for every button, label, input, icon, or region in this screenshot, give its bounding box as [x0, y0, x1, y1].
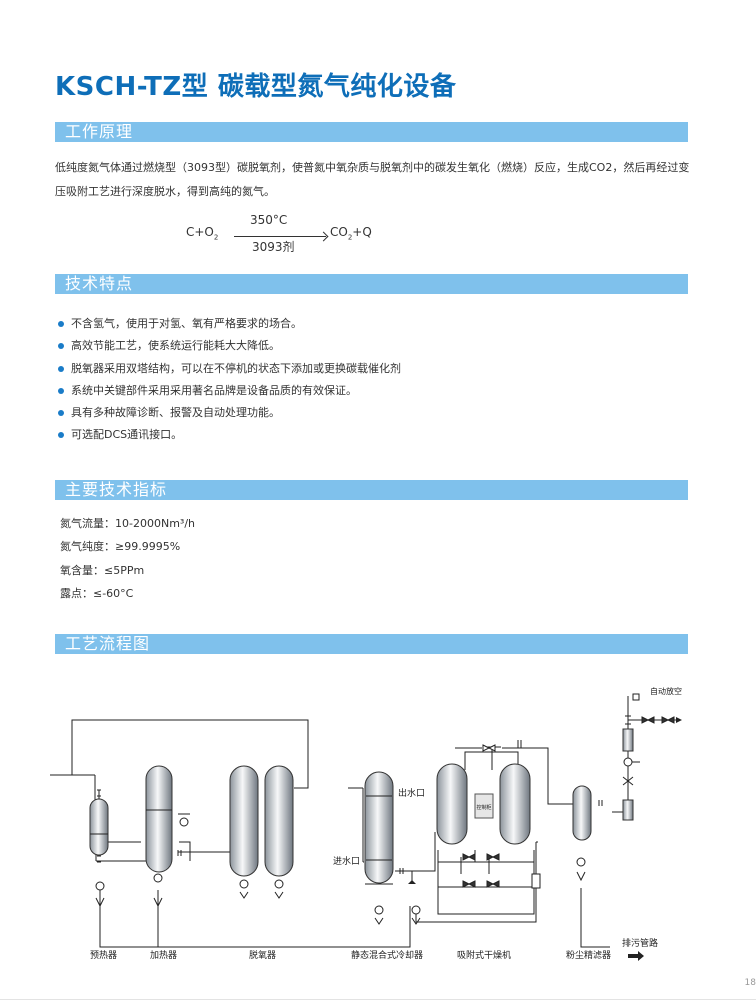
section-header-specs: 主要技术指标 [55, 480, 688, 500]
section-title: 工艺流程图 [65, 634, 151, 653]
cooler-vessel [364, 771, 394, 884]
bullet-icon [58, 365, 64, 372]
list-item: 脱氧器采用双塔结构，可以在不停机的状态下添加或更换碳载催化剂 [58, 358, 401, 380]
section-header-features: 技术特点 [55, 274, 688, 294]
page-number: 18 [744, 978, 756, 988]
dryer-vessel-b [499, 763, 531, 845]
list-item: 可选配DCS通讯接口。 [58, 424, 401, 446]
label-drain: 排污管路 [622, 937, 658, 949]
label-filter: 粉尘精滤器 [566, 949, 611, 961]
equation-condition-bottom: 3093剂 [252, 240, 295, 254]
label-dryer: 吸附式干燥机 [457, 949, 511, 961]
dryer-vessel-a [436, 763, 468, 845]
spec-item: 氮气流量：10-2000Nm³/h [60, 517, 195, 530]
deoxidizer-vessel-a [229, 765, 259, 877]
deoxidizer-vessel-b [264, 765, 294, 877]
label-deoxidizer: 脱氧器 [249, 949, 276, 961]
control-box [474, 793, 494, 819]
spec-item: 露点：≤-60°C [60, 586, 134, 600]
footer-rule [0, 999, 756, 1000]
filter-vessel [572, 785, 592, 841]
preheater-vessel [89, 798, 109, 856]
heater-vessel [145, 765, 173, 873]
bullet-icon [58, 321, 64, 327]
label-water-out: 出水口 [398, 787, 425, 799]
bullet-icon [58, 432, 64, 439]
bullet-icon [58, 410, 64, 417]
bullet-icon [58, 387, 64, 394]
process-flow-diagram: 控制柜 预热器 加热器 脱氧器 静态混合式冷却器 吸附式干燥机 粉尘精滤器 排污… [50, 686, 682, 961]
spec-list: 氮气流量：10-2000Nm³/h 氮气纯度：≥99.9995% 氧含量：≤5P… [60, 512, 195, 605]
label-water-in: 进水口 [333, 855, 360, 867]
label-preheater: 预热器 [90, 949, 117, 961]
section-title: 主要技术指标 [65, 480, 168, 499]
section-title: 技术特点 [65, 274, 134, 293]
bullet-icon [58, 343, 64, 350]
list-item: 具有多种故障诊断、报警及自动处理功能。 [58, 402, 401, 424]
vent-gauge-b [622, 799, 634, 821]
equation-left: C+O2 [186, 225, 219, 242]
equation-condition-top: 350°C [250, 213, 288, 227]
list-item: 不含氢气，使用于对氢、氧有严格要求的场合。 [58, 313, 401, 335]
label-cooler: 静态混合式冷却器 [351, 949, 423, 961]
feature-list: 不含氢气，使用于对氢、氧有严格要求的场合。 高效节能工艺，使系统运行能耗大大降低… [58, 313, 401, 447]
principle-paragraph: 低纯度氮气体通过燃烧型（3093型）碳脱氧剂，使普氮中氧杂质与脱氧剂中的碳发生氧… [55, 161, 690, 198]
list-item: 系统中关键部件采用采用著名品牌是设备品质的有效保证。 [58, 380, 401, 402]
section-header-flow: 工艺流程图 [55, 634, 688, 654]
reaction-equation: C+O2 350°C 3093剂 CO2+Q [186, 210, 386, 255]
vent-gauge-a [622, 728, 634, 752]
reaction-arrow [234, 236, 326, 237]
section-title: 工作原理 [65, 122, 134, 141]
label-auto: 自动放空 [650, 686, 682, 696]
page-title: KSCH-TZ型 碳载型氮气纯化设备 [55, 72, 457, 102]
equation-right: CO2+Q [330, 225, 372, 242]
control-box-label: 控制柜 [476, 804, 491, 811]
spec-item: 氮气纯度：≥99.9995% [60, 540, 181, 554]
label-heater: 加热器 [150, 949, 177, 961]
spec-item: 氧含量：≤5PPm [60, 563, 145, 577]
list-item: 高效节能工艺，使系统运行能耗大大降低。 [58, 335, 401, 357]
section-header-principle: 工作原理 [55, 122, 688, 142]
